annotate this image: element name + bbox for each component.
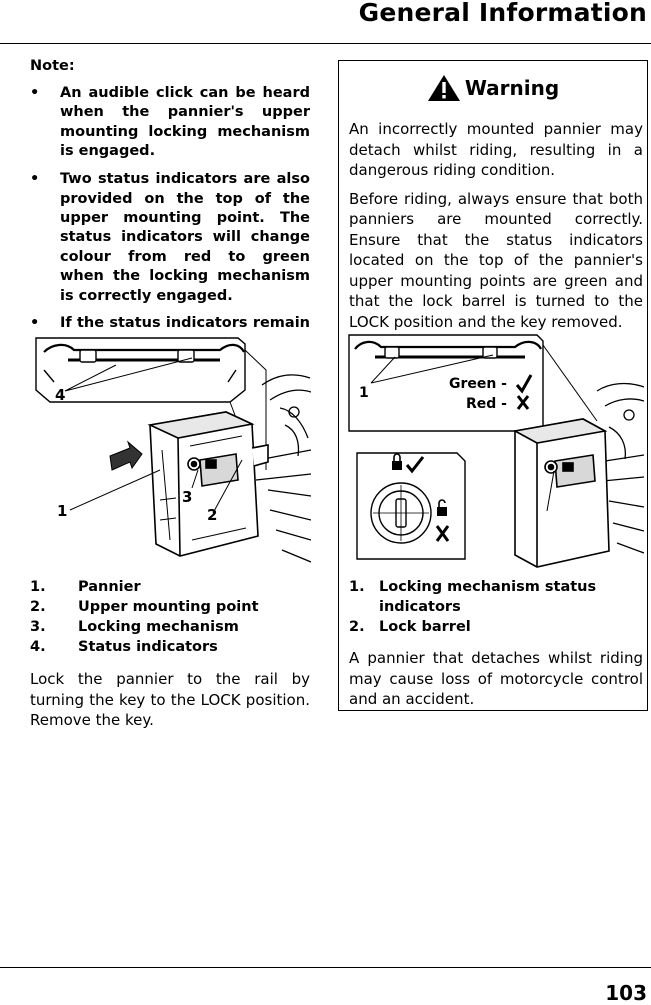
green-indicator-label: Green - [449, 376, 507, 392]
warning-box: Warning An incorrectly mounted pannier m… [338, 60, 648, 711]
lock-barrel-inset [356, 452, 466, 560]
list-item: 4.Status indicators [30, 639, 218, 655]
note-item: An audible click can be heard when the p… [30, 84, 310, 162]
warning-paragraph: An incorrectly mounted pannier may detac… [349, 120, 643, 179]
pannier-case [147, 411, 269, 557]
list-item: 3.Locking mechanism [30, 619, 239, 635]
lock-closed-icon [392, 453, 402, 470]
cross-icon [435, 525, 450, 542]
lock-open-icon [437, 499, 447, 516]
list-item: 2.Upper mounting point [30, 599, 259, 615]
motorcycle-frame [596, 382, 644, 554]
note-label: Note: [30, 58, 75, 74]
warning-triangle-icon [427, 74, 460, 101]
list-item: 1.Locking mechanism status indicators [349, 579, 597, 615]
callout-1: 1 [57, 502, 67, 520]
lock-instruction: Lock the pannier to the rail by turning … [30, 670, 310, 730]
callout-2: 2 [207, 506, 217, 524]
pannier-mounting-illustration: 1 2 3 4 [30, 330, 311, 568]
insertion-arrow-icon [109, 440, 143, 471]
parts-list: 1.Pannier 2.Upper mounting point 3.Locki… [30, 577, 310, 657]
warning-parts-list: 1.Locking mechanism status indicators 2.… [349, 577, 643, 637]
warning-header: Warning [339, 61, 647, 114]
cross-icon [516, 395, 530, 410]
indicator-inset [348, 334, 544, 432]
pannier-case [512, 418, 610, 568]
warning-closing: A pannier that detaches whilst riding ma… [349, 649, 643, 708]
upper-mount-inset [35, 337, 246, 403]
status-indicator-illustration: Green - Red - 1 2 [347, 331, 644, 568]
warning-title: Warning [464, 75, 560, 100]
page-number: 103 [605, 981, 647, 1005]
footer-divider [0, 967, 651, 968]
list-item: 1.Pannier [30, 579, 141, 595]
motorcycle-frame [255, 374, 311, 563]
warning-paragraph: Before riding, always ensure that both p… [349, 189, 643, 331]
page-header-title: General Information [358, 0, 647, 27]
red-indicator-label: Red - [466, 396, 507, 412]
list-item: 2.Lock barrel [349, 619, 471, 635]
header-divider [0, 43, 651, 44]
callout-4: 4 [55, 386, 65, 404]
check-icon [515, 374, 533, 394]
check-icon [405, 456, 425, 474]
note-item: Two status indicators are also provided … [30, 170, 310, 306]
callout-3: 3 [182, 488, 192, 506]
warning-text: An incorrectly mounted pannier may detac… [349, 119, 643, 340]
callout-1: 1 [359, 385, 369, 401]
